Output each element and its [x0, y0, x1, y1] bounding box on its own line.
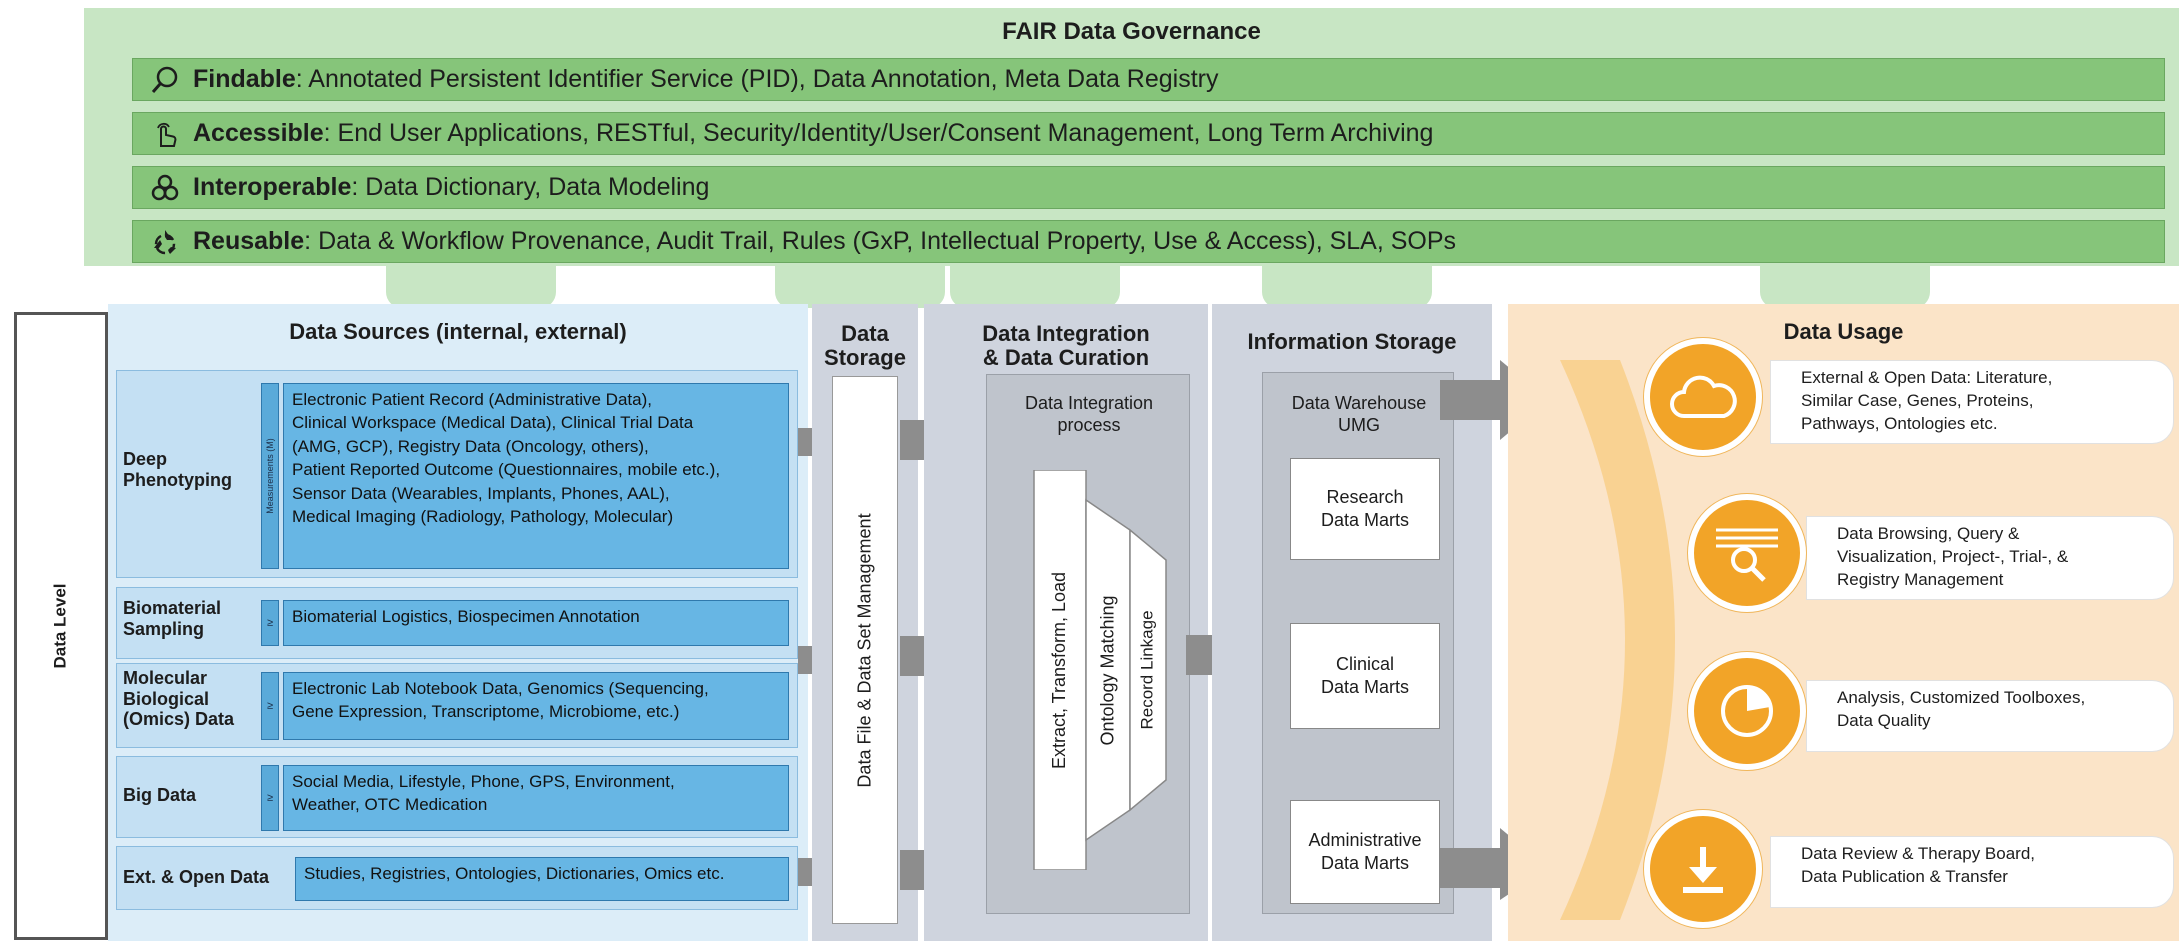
source-description: Electronic Patient Record (Administrativ…: [283, 383, 789, 569]
source-group-biomaterial: Biomaterial Sampling ≥ Biomaterial Logis…: [116, 587, 798, 659]
fair-row-findable: Findable: Annotated Persistent Identifie…: [132, 58, 2165, 101]
usage-item-review: Data Review & Therapy Board, Data Public…: [1770, 836, 2174, 908]
measurements-icon: Measurements (M): [261, 383, 279, 569]
magnifier-icon: [149, 64, 181, 96]
source-group-ext-open: Ext. & Open Data Studies, Registries, On…: [116, 846, 798, 910]
usage-item-analysis: Analysis, Customized Toolboxes, Data Qua…: [1806, 680, 2174, 752]
usage-item-external-data: External & Open Data: Literature, Simila…: [1770, 360, 2174, 444]
source-description: Biomaterial Logistics, Biospecimen Annot…: [283, 600, 789, 646]
source-description: Electronic Lab Notebook Data, Genomics (…: [283, 672, 789, 740]
pie-chart-icon: [1688, 652, 1806, 770]
data-integration-title: Data Integration & Data Curation: [982, 321, 1150, 371]
source-label: Molecular Biological (Omics) Data: [123, 668, 235, 730]
source-label: Big Data: [123, 785, 197, 805]
data-search-icon: [1688, 494, 1806, 612]
recycle-icon: [149, 226, 181, 258]
fair-term: Interoperable: [193, 173, 352, 201]
fair-term: Findable: [193, 65, 296, 93]
fair-row-interoperable: Interoperable: Data Dictionary, Data Mod…: [132, 166, 2165, 209]
data-level-axis: Data Level: [14, 312, 108, 940]
data-level-label: Data Level: [50, 583, 70, 669]
fair-term: Accessible: [193, 119, 324, 147]
source-group-deep-phenotyping: Deep Phenotyping Measurements (M) Electr…: [116, 370, 798, 578]
fair-description: : End User Applications, RESTful, Securi…: [323, 119, 1434, 147]
source-group-omics: Molecular Biological (Omics) Data ≥ Elec…: [116, 663, 798, 748]
connector-tab: [1760, 266, 1930, 308]
fair-title: FAIR Data Governance: [1002, 18, 1261, 45]
research-data-marts: Research Data Marts: [1290, 458, 1440, 560]
source-label: Biomaterial Sampling: [123, 598, 222, 639]
measurements-icon: ≥: [261, 600, 279, 646]
integration-funnel: [1033, 470, 1167, 870]
source-label: Ext. & Open Data: [123, 867, 270, 887]
integration-process-label: Data Integration process: [1024, 393, 1154, 435]
clinical-data-marts: Clinical Data Marts: [1290, 623, 1440, 729]
data-usage-title: Data Usage: [1783, 319, 1904, 344]
connector-tab: [950, 266, 1120, 308]
measurements-icon: ≥: [261, 672, 279, 740]
connector-tab: [1262, 266, 1432, 308]
connector-tab: [775, 266, 945, 308]
measurements-icon: ≥: [261, 765, 279, 831]
linked-circles-icon: [149, 172, 181, 204]
cloud-icon: [1644, 338, 1762, 456]
fair-description: : Annotated Persistent Identifier Servic…: [295, 65, 1219, 93]
usage-item-data-browsing: Data Browsing, Query & Visualization, Pr…: [1806, 516, 2174, 600]
fair-row-accessible: Accessible: End User Applications, RESTf…: [132, 112, 2165, 155]
fair-row-reusable: Reusable: Data & Workflow Provenance, Au…: [132, 220, 2165, 263]
fair-description: : Data & Workflow Provenance, Audit Trai…: [304, 227, 1457, 255]
data-storage-column: Data Storage Data File & Data Set Manage…: [812, 304, 918, 941]
fair-description: : Data Dictionary, Data Modeling: [351, 173, 710, 201]
information-storage-title: Information Storage: [1247, 329, 1457, 354]
source-description: Studies, Registries, Ontologies, Diction…: [295, 857, 789, 901]
usage-curved-band: [1560, 360, 1675, 920]
source-group-big-data: Big Data ≥ Social Media, Lifestyle, Phon…: [116, 756, 798, 838]
data-file-management-box: Data File & Data Set Management: [832, 376, 898, 924]
download-icon: [1644, 810, 1762, 928]
connector-tab: [386, 266, 556, 308]
source-description: Social Media, Lifestyle, Phone, GPS, Env…: [283, 765, 789, 831]
record-linkage-step: Record Linkage: [1138, 610, 1158, 730]
data-storage-title: Data Storage: [824, 321, 906, 371]
data-sources-title: Data Sources (internal, external): [289, 319, 627, 344]
touch-hand-icon: [149, 118, 181, 150]
data-warehouse-label: Data Warehouse UMG: [1291, 393, 1427, 435]
fair-governance-panel: FAIR Data Governance Findable: Annotated…: [84, 8, 2179, 266]
etl-step: Extract, Transform, Load: [1049, 571, 1070, 769]
source-label: Deep Phenotyping: [123, 449, 232, 490]
fair-term: Reusable: [193, 227, 305, 255]
administrative-data-marts: Administrative Data Marts: [1290, 800, 1440, 904]
ontology-matching-step: Ontology Matching: [1097, 594, 1118, 746]
